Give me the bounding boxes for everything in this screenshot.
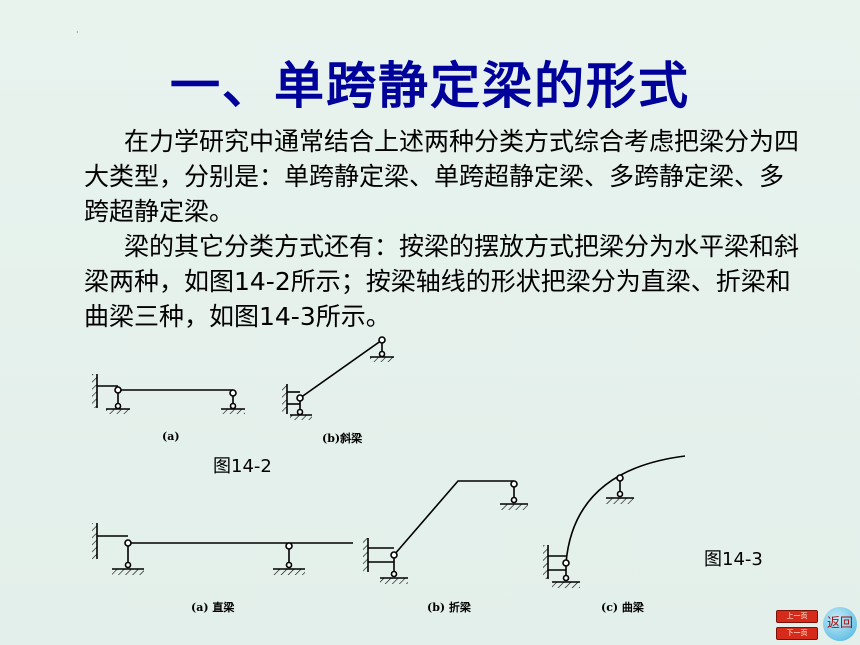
paragraph-1-text: 在力学研究中通常结合上述两种分类方式综合考虑把梁分为四大类型，分别是：单跨静定梁… [84, 127, 800, 226]
fig14-2b-inclined-beam [282, 336, 394, 420]
paragraph-2-text: 梁的其它分类方式还有：按梁的摆放方式把梁分为水平梁和斜梁两种，如图14-2所示；… [84, 232, 800, 331]
fig14-2a-horizontal-beam [92, 374, 245, 414]
fig14-3b-caption: (b) 折梁 [427, 601, 471, 614]
next-page-button[interactable]: 下一页 [776, 627, 818, 640]
decorative-dot: · [76, 28, 79, 37]
fig14-2b-caption: (b)斜梁 [322, 432, 363, 445]
paragraph-1: 在力学研究中通常结合上述两种分类方式综合考虑把梁分为四大类型，分别是：单跨静定梁… [84, 124, 804, 229]
back-button[interactable]: 返回 [823, 607, 857, 641]
fig14-3c-curved-beam [543, 455, 686, 588]
slide-title: 一、单跨静定梁的形式 [170, 57, 690, 115]
fig14-3-label: 图14-3 [704, 549, 763, 570]
prev-page-button[interactable]: 上一页 [776, 610, 818, 623]
fig14-3a-caption: (a) 直梁 [191, 601, 235, 614]
fig14-3c-caption: (c) 曲梁 [601, 601, 644, 614]
fig14-2-label: 图14-2 [213, 456, 272, 477]
fig14-2a-caption: (a) [162, 430, 180, 443]
fig14-3a-straight-beam [92, 523, 353, 575]
paragraph-2: 梁的其它分类方式还有：按梁的摆放方式把梁分为水平梁和斜梁两种，如图14-2所示；… [84, 229, 804, 334]
fig14-3b-folded-beam [363, 480, 528, 584]
